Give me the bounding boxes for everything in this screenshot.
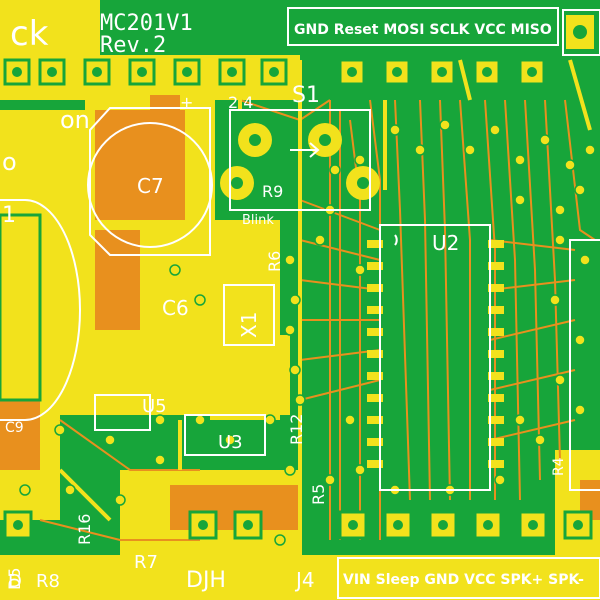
bottom-header-label: VIN Sleep GND VCC SPK+ SPK- bbox=[343, 572, 584, 588]
revision-label: Rev.2 bbox=[100, 33, 166, 58]
blink-label: Blink bbox=[242, 213, 274, 228]
battery-pad bbox=[0, 213, 42, 402]
logo-fragment: ck bbox=[10, 14, 49, 54]
u5-label: U5 bbox=[142, 396, 167, 417]
switch-label: S1 bbox=[292, 83, 320, 108]
fragment-on: on bbox=[60, 106, 90, 134]
u2-label: U2 bbox=[432, 231, 459, 255]
r4-label: R4 bbox=[551, 457, 567, 476]
vias bbox=[19, 119, 596, 546]
r12-label: R12 bbox=[287, 414, 306, 445]
plus-mark: + bbox=[180, 93, 193, 112]
r9-label: R9 bbox=[262, 182, 283, 201]
r8-label: R8 bbox=[36, 571, 60, 592]
fragment-edge: o bbox=[2, 148, 17, 176]
u3-label: U3 bbox=[218, 432, 243, 453]
d5-label: D5 bbox=[5, 568, 24, 591]
fragment-one: 1 bbox=[2, 203, 16, 228]
top-row-pads bbox=[3, 15, 594, 86]
r16-label: R16 bbox=[75, 514, 94, 545]
cap-c9-label: C9 bbox=[5, 420, 24, 436]
x1-label: X1 bbox=[237, 312, 261, 338]
r6-label: R6 bbox=[265, 251, 284, 272]
trace-field bbox=[39, 99, 596, 541]
j4-label: J4 bbox=[294, 568, 315, 592]
u2-pads bbox=[367, 240, 504, 468]
top-header-label: GND Reset MOSI SCLK VCC MISO bbox=[294, 22, 552, 38]
yellow-traces bbox=[58, 59, 592, 560]
switch-pins-label: 2 4 bbox=[228, 93, 253, 112]
r7-label: R7 bbox=[134, 552, 158, 573]
r5-label: R5 bbox=[309, 484, 328, 505]
bottom-row-pads bbox=[3, 510, 593, 540]
d-label: D bbox=[8, 571, 22, 592]
cap-c7-label: C7 bbox=[137, 174, 164, 198]
model-number: MC201V1 bbox=[100, 11, 193, 36]
silkscreen-outlines bbox=[0, 7, 600, 599]
designer-initials: DJH bbox=[186, 568, 226, 593]
cap-c6-label: C6 bbox=[162, 296, 189, 320]
